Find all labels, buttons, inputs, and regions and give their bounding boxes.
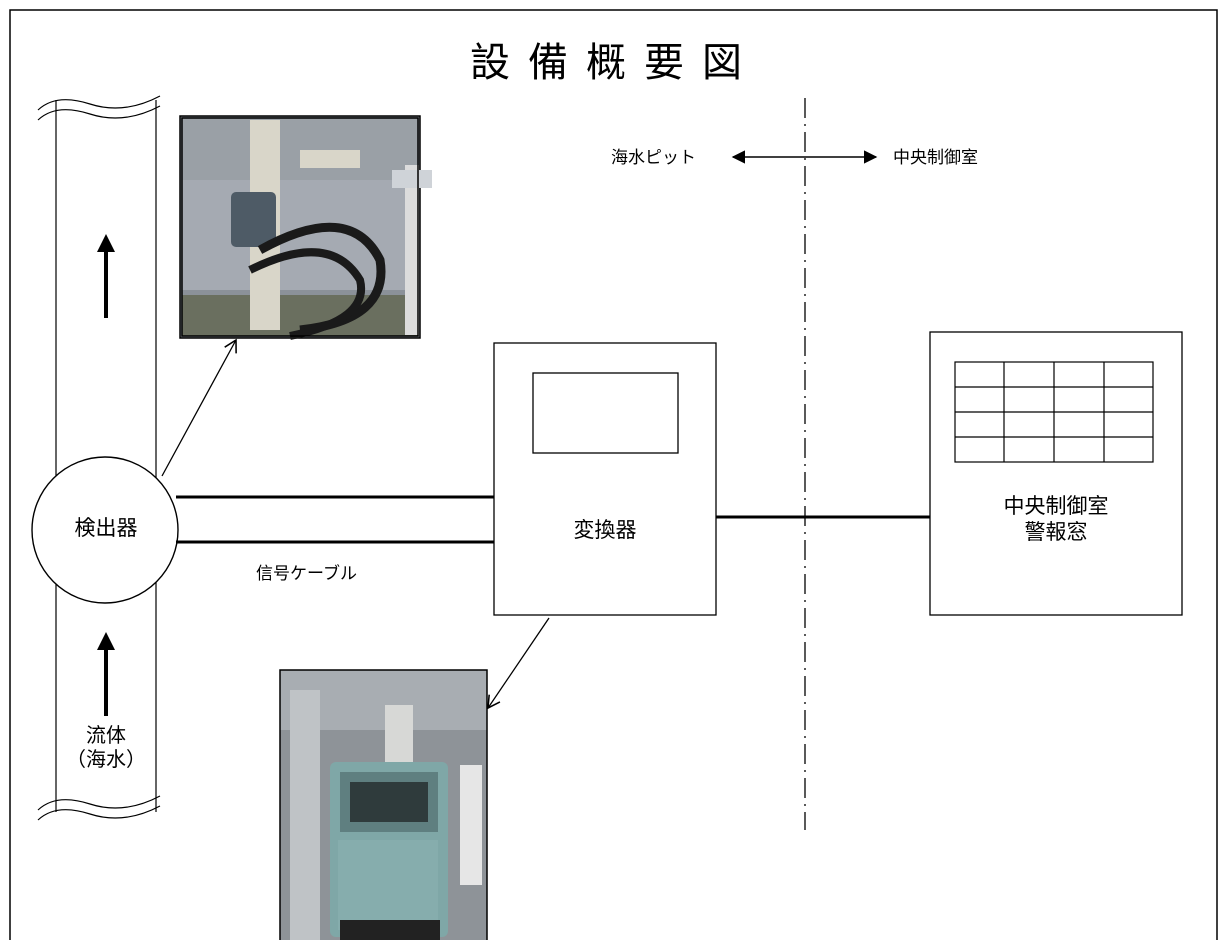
fluid-label-line2: （海水） bbox=[66, 747, 146, 771]
flow-arrow-up-icon bbox=[97, 632, 115, 716]
signal-cable-label: 信号ケーブル bbox=[256, 564, 357, 584]
zone-label-control-room: 中央制御室 bbox=[893, 148, 978, 168]
detector-photo-pointer bbox=[161, 338, 237, 477]
outer-frame bbox=[9, 9, 1218, 940]
detector-node bbox=[31, 456, 179, 604]
detector-label: 検出器 bbox=[74, 516, 138, 540]
alarm-panel-label-line1: 中央制御室 bbox=[1003, 494, 1109, 518]
fluid-label: 流体 （海水） bbox=[66, 723, 146, 771]
converter-display bbox=[532, 372, 679, 454]
alarm-panel-box bbox=[929, 331, 1183, 616]
fluid-label-line1: 流体 bbox=[86, 723, 126, 747]
detector-photo bbox=[179, 115, 432, 340]
zone-label-seawater-pit: 海水ピット bbox=[611, 148, 696, 168]
converter-photo bbox=[279, 669, 488, 940]
alarm-panel-label-line2: 警報窓 bbox=[1024, 520, 1088, 544]
alarm-window-grid bbox=[954, 361, 1154, 463]
diagram-title: 設備概要図 bbox=[470, 40, 760, 86]
flow-arrow-up-icon bbox=[97, 234, 115, 318]
converter-photo-pointer bbox=[487, 617, 550, 710]
converter-label: 変換器 bbox=[573, 518, 637, 542]
seawater-pipe bbox=[37, 95, 161, 821]
alarm-panel-label: 中央制御室 警報窓 bbox=[930, 493, 1182, 545]
